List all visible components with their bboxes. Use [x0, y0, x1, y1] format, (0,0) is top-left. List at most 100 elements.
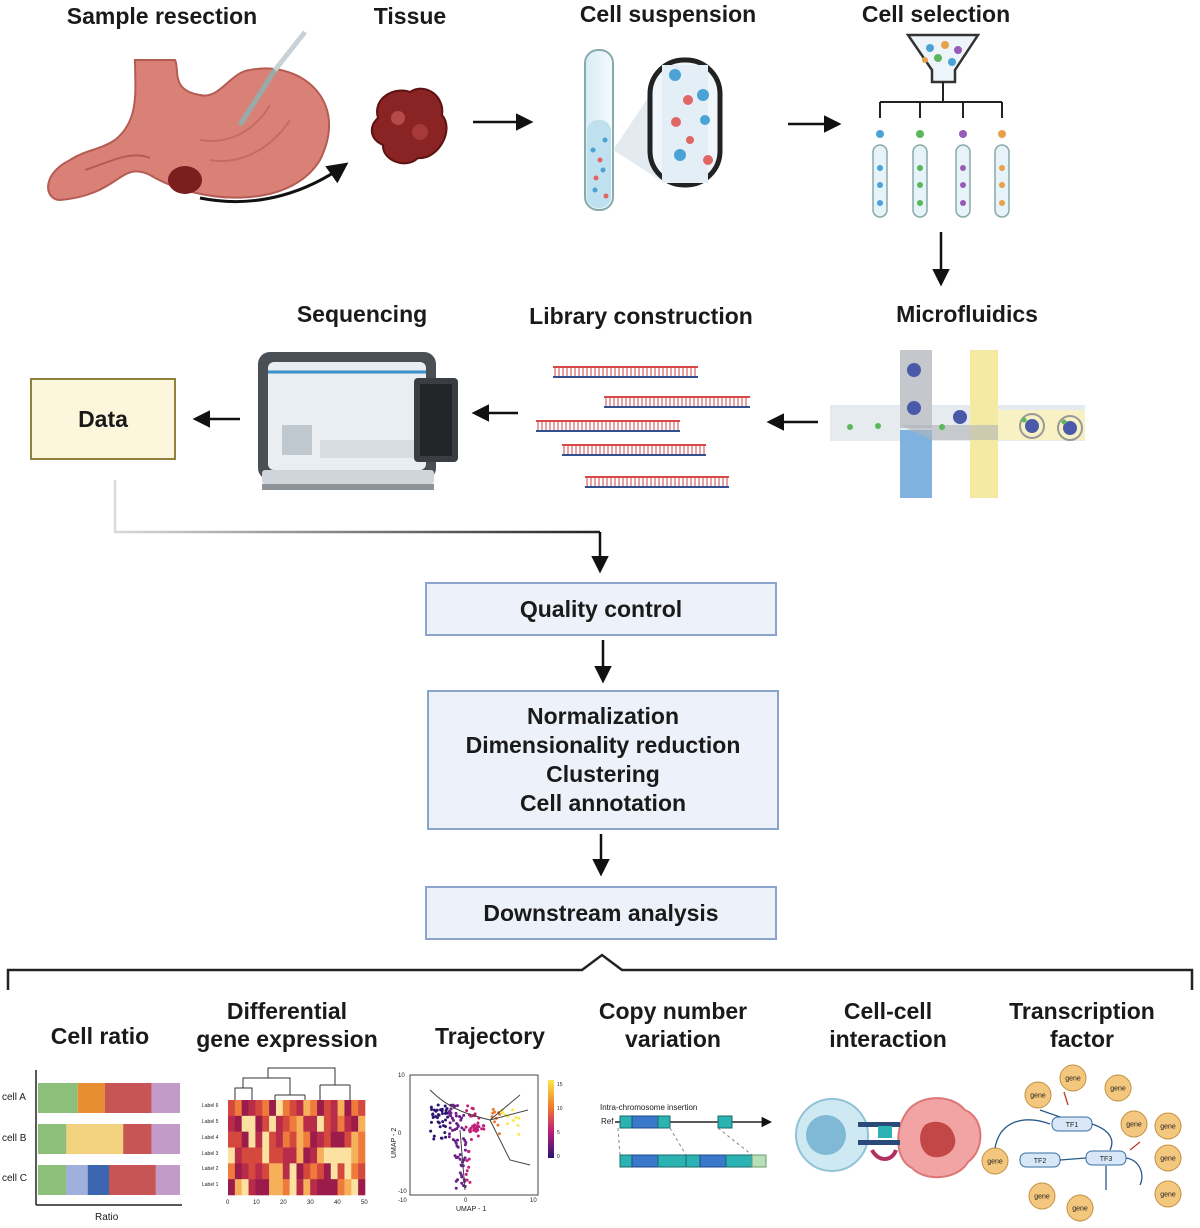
- trajectory-point: [455, 1104, 459, 1108]
- heatmap-cell: [303, 1131, 311, 1148]
- heatmap-cell: [310, 1147, 318, 1164]
- stomach-illustration: [47, 30, 349, 204]
- trajectory-x-label: UMAP - 1: [456, 1206, 487, 1213]
- trajectory-point: [476, 1134, 480, 1138]
- trajectory-colorbar-tick: 10: [557, 1106, 563, 1112]
- trajectory-point: [443, 1111, 447, 1115]
- ratio-x-label: Ratio: [95, 1212, 119, 1223]
- heatmap-cell: [241, 1163, 249, 1180]
- title-trajectory: Trajectory: [435, 1022, 545, 1050]
- ratio-segment: [151, 1083, 180, 1113]
- heatmap-cell: [317, 1163, 325, 1180]
- heatmap-cell: [241, 1131, 249, 1148]
- heatmap-chart: [228, 1067, 366, 1196]
- heatmap-cell: [262, 1179, 270, 1196]
- title-trajectory-line1: Trajectory: [435, 1023, 545, 1049]
- gene-node-label: gene: [1072, 1206, 1088, 1213]
- trajectory-point: [447, 1135, 451, 1139]
- title-tf: Transcription factor: [1009, 997, 1155, 1053]
- trajectory-point: [453, 1139, 457, 1143]
- gene-node: [1154, 1180, 1182, 1208]
- heatmap-cell: [248, 1100, 256, 1117]
- heatmap-x-tick: 30: [307, 1200, 314, 1206]
- heatmap-cell: [303, 1100, 311, 1117]
- heatmap-cell: [296, 1147, 304, 1164]
- heatmap-cell: [255, 1100, 263, 1117]
- trajectory-point: [446, 1115, 450, 1119]
- processing-normalization: Normalization: [526, 703, 680, 729]
- trajectory-point: [430, 1107, 434, 1111]
- heatmap-cell: [262, 1163, 270, 1180]
- heatmap-cell: [248, 1179, 256, 1196]
- heatmap-cell: [358, 1147, 366, 1164]
- trajectory-point: [429, 1129, 433, 1133]
- heatmap-cell: [228, 1131, 236, 1148]
- downstream-analysis-label: Downstream analysis: [483, 899, 719, 926]
- ratio-row-label-b: cell B: [2, 1133, 27, 1144]
- gene-node: [1024, 1081, 1052, 1109]
- title-differential-line2: gene expression: [196, 1026, 378, 1052]
- heatmap-cell: [351, 1163, 359, 1180]
- heatmap-cell: [303, 1163, 311, 1180]
- gene-node-label: gene: [1034, 1194, 1050, 1201]
- heatmap-cell: [282, 1163, 290, 1180]
- heatmap-cell: [358, 1100, 366, 1117]
- trajectory-point: [439, 1136, 443, 1140]
- trajectory-point: [454, 1179, 458, 1183]
- heatmap-cell: [228, 1100, 236, 1117]
- heatmap-cell: [275, 1179, 284, 1196]
- heatmap-row-label: Label 5: [202, 1118, 219, 1125]
- heatmap-cell: [344, 1163, 352, 1180]
- heatmap-cell: [248, 1147, 256, 1164]
- title-differential-line1: Differential: [226, 998, 348, 1024]
- label-sequencing: Sequencing: [296, 301, 428, 327]
- ratio-row-label-c: cell C: [2, 1173, 28, 1184]
- trajectory-x-tick: -10: [398, 1198, 407, 1204]
- trajectory-point: [463, 1156, 467, 1160]
- heatmap-cell: [330, 1163, 338, 1180]
- heatmap-cell: [330, 1100, 338, 1117]
- trajectory-point: [469, 1137, 473, 1141]
- heatmap-row-label: Label 2: [202, 1166, 219, 1173]
- processing-cell-annotation: Cell annotation: [519, 790, 687, 816]
- heatmap-cell: [289, 1131, 297, 1148]
- heatmap-cell: [310, 1179, 318, 1196]
- heatmap-cell: [344, 1100, 352, 1117]
- trajectory-point: [457, 1114, 461, 1118]
- title-tf-line1: Transcription: [1009, 998, 1155, 1024]
- trajectory-point: [468, 1130, 472, 1134]
- trajectory-point: [438, 1125, 442, 1129]
- trajectory-point: [454, 1141, 458, 1145]
- trajectory-point: [497, 1132, 501, 1136]
- heatmap-cell: [248, 1115, 256, 1132]
- heatmap-cell: [289, 1179, 297, 1196]
- heatmap-cell: [330, 1131, 338, 1148]
- trajectory-point: [456, 1155, 460, 1159]
- title-tf-line2: factor: [1050, 1026, 1114, 1052]
- gene-node: [1120, 1110, 1148, 1138]
- trajectory-point: [458, 1157, 462, 1161]
- trajectory-point: [471, 1124, 475, 1128]
- trajectory-point: [453, 1154, 457, 1158]
- trajectory-point: [463, 1138, 467, 1142]
- heatmap-cell: [282, 1131, 290, 1148]
- heatmap-cell: [358, 1131, 366, 1148]
- heatmap-cell: [351, 1147, 359, 1164]
- trajectory-point: [448, 1121, 452, 1125]
- sequencer-illustration: [258, 352, 458, 490]
- heatmap-cell: [296, 1131, 304, 1148]
- ratio-segment: [66, 1165, 88, 1195]
- trajectory-point: [469, 1126, 473, 1130]
- heatmap-cell: [234, 1179, 242, 1196]
- heatmap-cell: [323, 1115, 332, 1132]
- heatmap-cell: [255, 1115, 263, 1132]
- heatmap-cell: [275, 1100, 284, 1117]
- trajectory-point: [464, 1172, 468, 1176]
- trajectory-point: [501, 1111, 505, 1115]
- heatmap-cell: [269, 1100, 277, 1117]
- heatmap-cell: [262, 1131, 270, 1148]
- trajectory-point: [440, 1109, 444, 1113]
- trajectory-point: [468, 1180, 472, 1184]
- trajectory-point: [516, 1124, 520, 1128]
- trajectory-point: [432, 1137, 436, 1141]
